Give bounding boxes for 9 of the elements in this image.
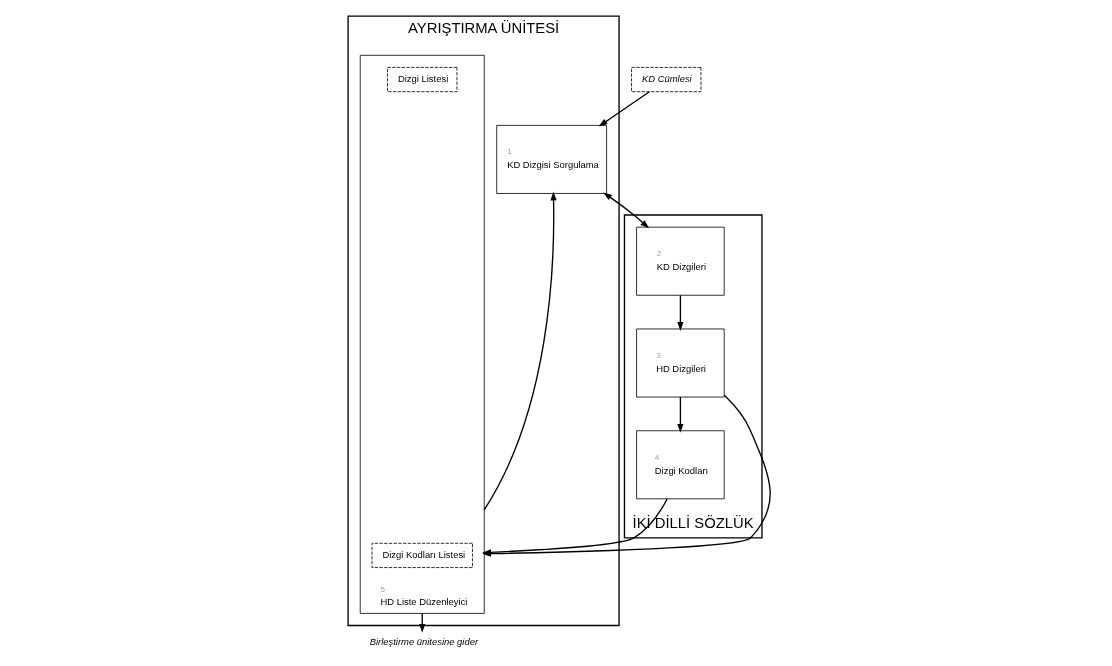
arrow: [676, 396, 683, 433]
arrow: [676, 294, 683, 331]
node-box: KD Cümlesi: [630, 67, 701, 93]
arrow: [598, 91, 650, 127]
node-text: Birleştirme ünitesine gider: [369, 636, 478, 648]
node-box: Dizgi Listesi: [386, 67, 457, 93]
arrow: [602, 192, 649, 229]
arrow: [483, 191, 557, 511]
node-box: Dizgi Kodları Listesi: [371, 542, 473, 568]
